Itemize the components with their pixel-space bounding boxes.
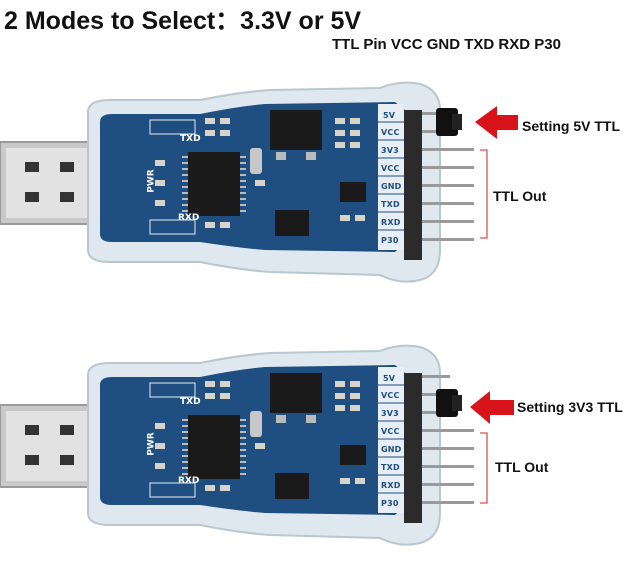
pin-label-gnd: GND xyxy=(381,445,402,454)
pin-label-3v3: 3V3 xyxy=(381,409,399,418)
setting-3v3-label: Setting 3V3 TTL xyxy=(517,399,623,415)
pin-label-gnd: GND xyxy=(381,182,402,191)
usb-ttl-adapter-3v3-mode: Setting 3V3 TTL TTL Out TXD RXD PWR 5V V… xyxy=(0,333,640,563)
setting-5v-label: Setting 5V TTL xyxy=(522,118,620,134)
usb-ttl-adapter-5v-mode: Setting 5V TTL TTL Out TXD RXD PWR 5V VC… xyxy=(0,70,640,300)
silk-pwr: PWR xyxy=(146,432,157,456)
pin-label-vcc-out: VCC xyxy=(381,427,400,436)
pin-label-5v: 5V xyxy=(383,111,396,120)
pin-label-5v: 5V xyxy=(383,374,396,383)
silk-txd: TXD xyxy=(180,134,201,144)
pin-label-vcc-out: VCC xyxy=(381,164,400,173)
pin-label-vcc: VCC xyxy=(381,391,400,400)
ttl-out-label: TTL Out xyxy=(495,459,549,475)
pin-label-rxd: RXD xyxy=(381,481,401,490)
pin-label-txd: TXD xyxy=(381,463,400,472)
silk-rxd: RXD xyxy=(178,213,200,223)
pin-label-p30: P30 xyxy=(381,499,399,508)
pin-order-subtitle: TTL Pin VCC GND TXD RXD P30 xyxy=(332,36,561,53)
usb-adapter-illustration xyxy=(0,81,518,283)
usb-adapter-illustration xyxy=(0,344,514,546)
silk-pwr: PWR xyxy=(146,169,157,193)
pin-label-txd: TXD xyxy=(381,200,400,209)
silk-txd: TXD xyxy=(180,397,201,407)
silk-rxd: RXD xyxy=(178,476,200,486)
pin-label-p30: P30 xyxy=(381,236,399,245)
pin-label-vcc: VCC xyxy=(381,128,400,137)
pin-label-3v3: 3V3 xyxy=(381,146,399,155)
pin-label-rxd: RXD xyxy=(381,218,401,227)
page-title: 2 Modes to Select：3.3V or 5V xyxy=(4,7,362,35)
ttl-out-label: TTL Out xyxy=(493,188,547,204)
